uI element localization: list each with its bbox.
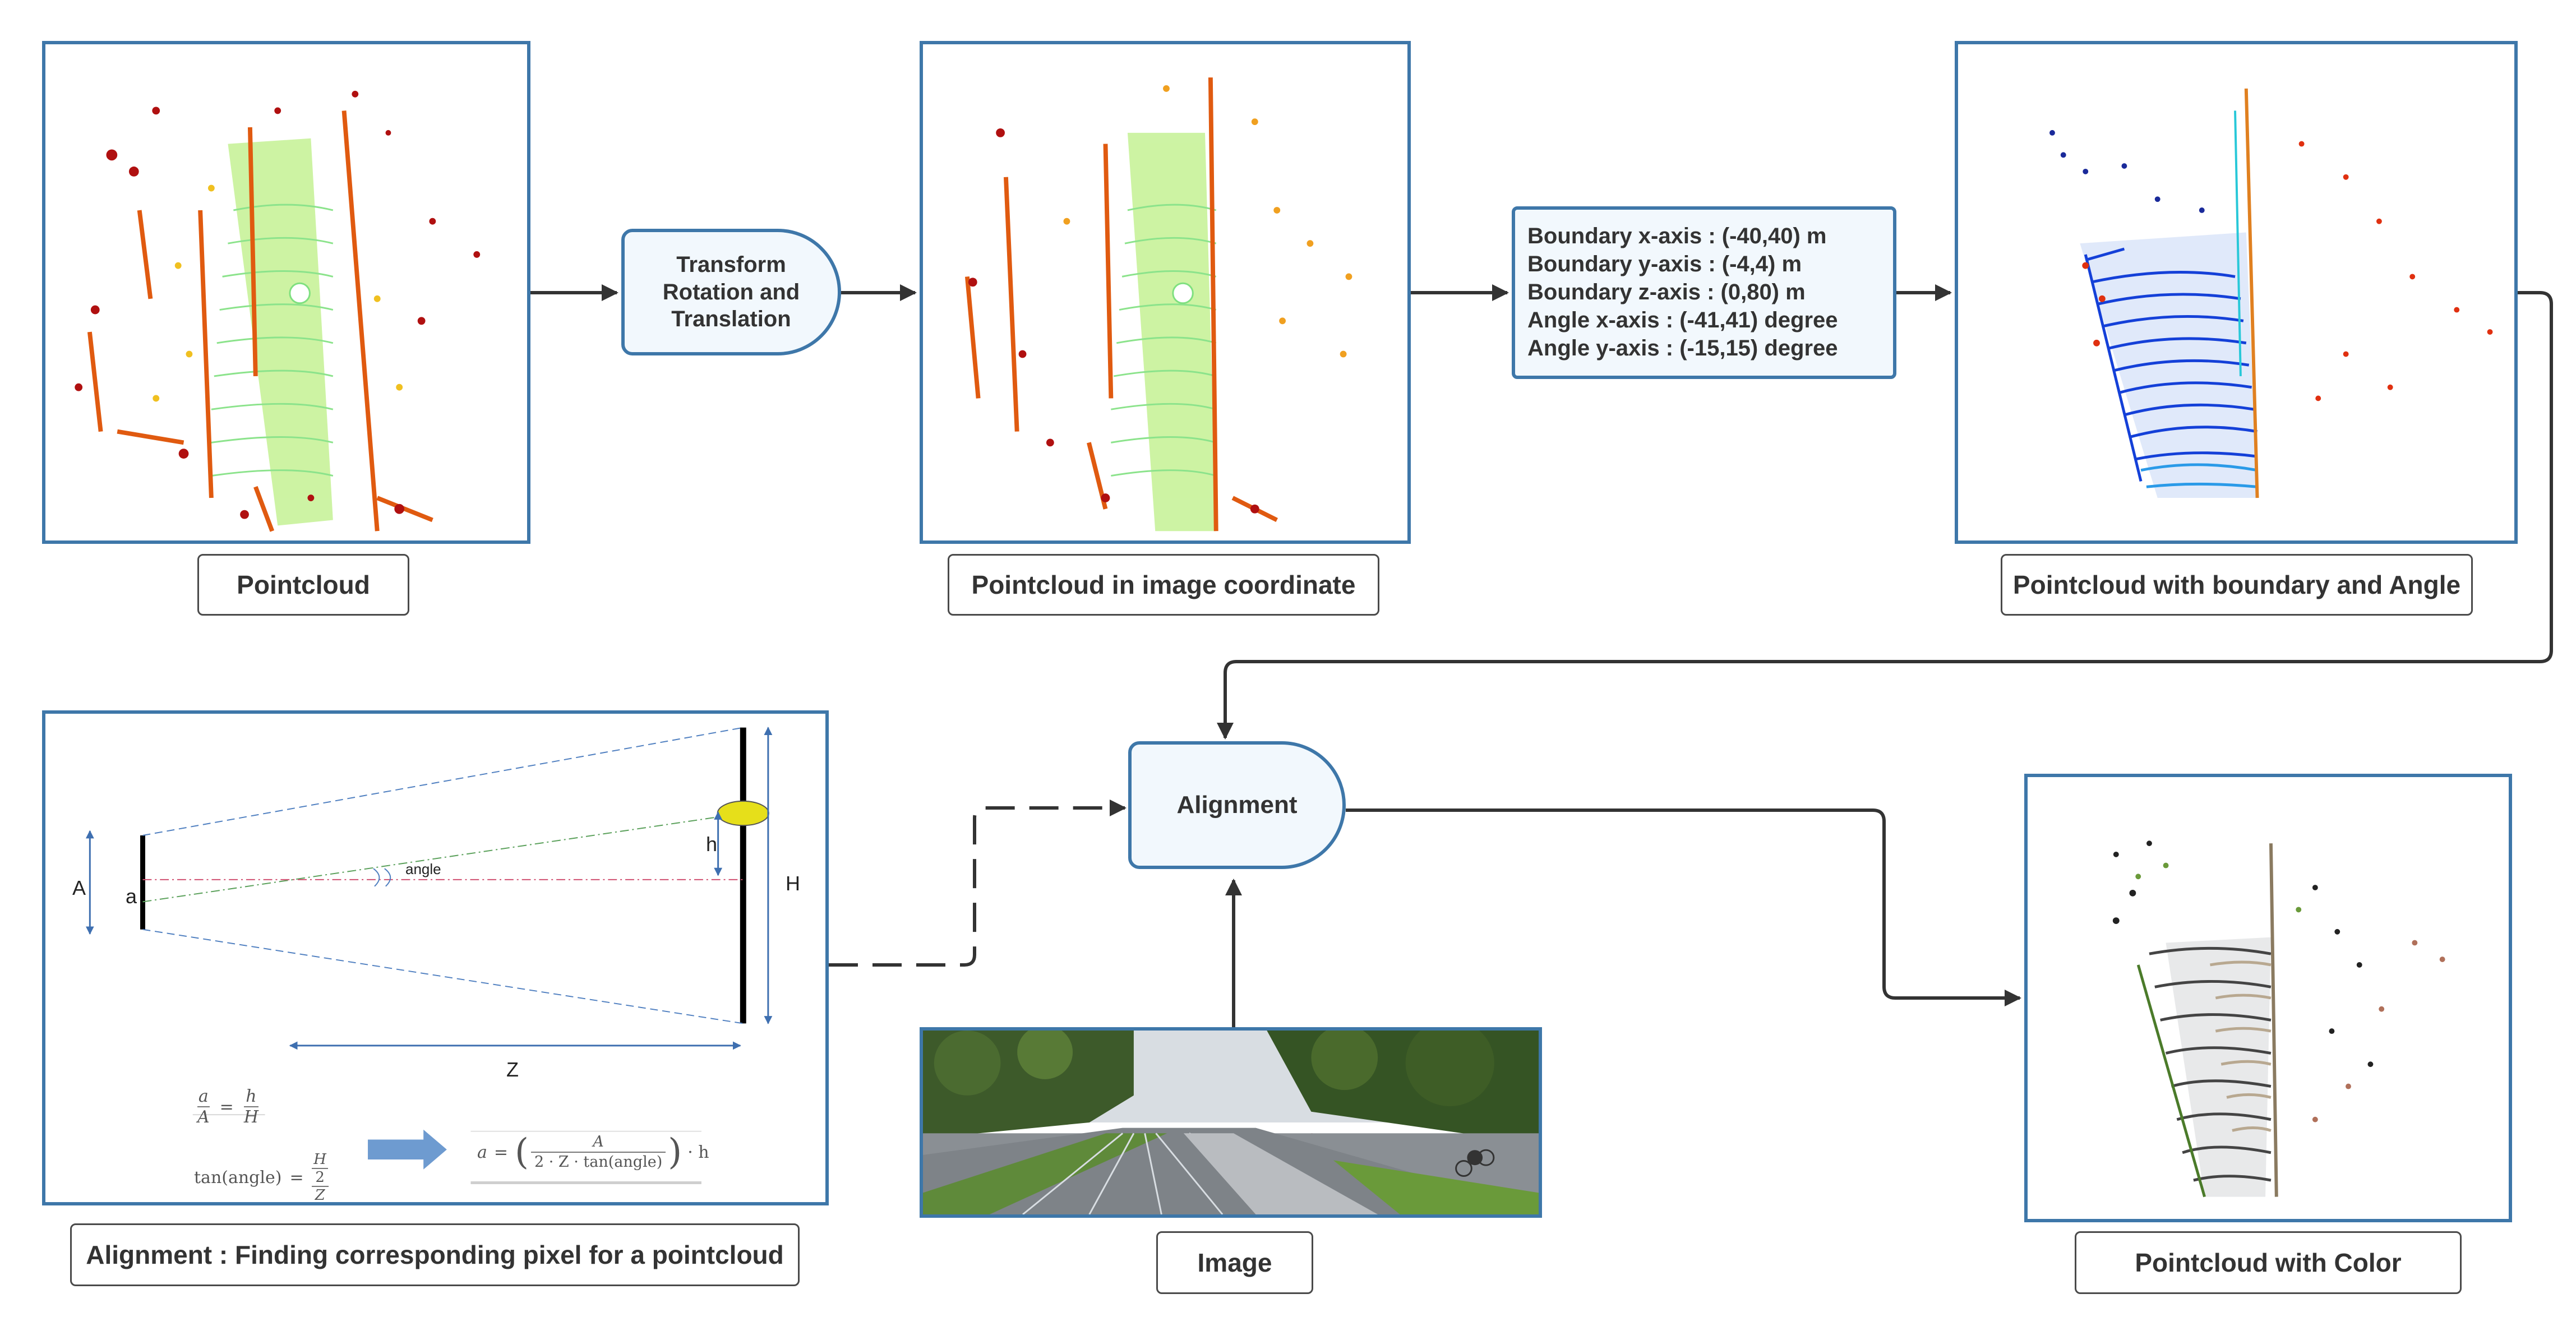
label-Z: Z — [506, 1058, 519, 1081]
ratio-h: h — [246, 1087, 257, 1106]
tan-mid: 2 — [312, 1168, 328, 1186]
label-h: h — [706, 833, 718, 856]
pointcloud-image-coordinate-image — [964, 77, 1352, 532]
arrow-boundarycloud-to-alignment — [1217, 291, 2553, 740]
arrow-geometry-to-alignment — [829, 800, 1127, 967]
angle-y-axis-text: Angle y-axis : (-15,15) degree — [1527, 336, 1838, 361]
pointcloud-image-coordinate-caption: Pointcloud in image coordinate — [948, 554, 1379, 616]
transform-line-2: Rotation and — [662, 279, 800, 304]
tan-eq: = — [289, 1167, 304, 1188]
label-H: H — [786, 872, 800, 895]
transform-box: Transform Rotation and Translation — [621, 229, 841, 355]
pointcloud-boundary-caption: Pointcloud with boundary and Angle — [2001, 554, 2473, 616]
arrow-right-icon — [368, 1129, 447, 1170]
tan-den: Z — [311, 1186, 329, 1202]
result-den: 2 · Z · tan(angle) — [531, 1152, 666, 1172]
pointcloud-boundary-panel — [1955, 41, 2518, 544]
ratio-a: a — [198, 1087, 209, 1106]
sensor-ellipse — [717, 800, 769, 826]
alignment-box-label: Alignment — [1176, 791, 1298, 819]
angle-x-axis-text: Angle x-axis : (-41,41) degree — [1527, 308, 1838, 332]
boundary-z-axis-text: Boundary z-axis : (0,80) m — [1527, 280, 1806, 304]
label-angle: angle — [405, 861, 441, 877]
pointcloud-boundary-image — [2049, 88, 2493, 498]
formula-ratio: a A = h H — [194, 1087, 262, 1127]
camera-image-panel — [920, 1027, 1542, 1218]
transform-line-1: Transform — [676, 252, 786, 277]
result-eq: = — [493, 1142, 509, 1162]
transform-line-3: Translation — [671, 307, 791, 332]
pointcloud-image-coordinate-panel — [920, 41, 1411, 544]
alignment-geometry-diagram — [85, 727, 773, 1184]
tan-lhs: tan(angle) — [194, 1167, 282, 1188]
pointcloud-caption: Pointcloud — [197, 554, 409, 616]
formula-result: a = ( A 2 · Z · tan(angle) ) · h — [477, 1131, 709, 1173]
ratio-eq: = — [219, 1097, 234, 1117]
ratio-H: H — [243, 1106, 258, 1127]
boundary-y-axis-text: Boundary y-axis : (-4,4) m — [1527, 252, 1802, 276]
result-tail: · h — [687, 1142, 709, 1162]
boundary-x-axis-text: Boundary x-axis : (-40,40) m — [1527, 224, 1827, 248]
label-a: a — [126, 885, 137, 908]
pointcloud-panel — [42, 41, 530, 544]
pointcloud-bev-image — [75, 90, 481, 532]
pointcloud-color-panel — [2024, 774, 2512, 1222]
pointcloud-color-caption: Pointcloud with Color — [2075, 1231, 2462, 1294]
alignment-caption: Alignment : Finding corresponding pixel … — [70, 1223, 800, 1286]
alignment-geometry-panel: A a angle h H Z a A = h H tan(angle) = H… — [42, 710, 829, 1205]
street-scene-image — [923, 1031, 1539, 1214]
formula-tangent: tan(angle) = H 2 Z — [194, 1151, 329, 1202]
ratio-A: A — [197, 1106, 210, 1127]
label-A: A — [72, 876, 86, 899]
pointcloud-color-image — [2112, 840, 2445, 1198]
tan-num: H — [313, 1151, 326, 1168]
arrow-alignment-to-colorcloud — [1346, 808, 2021, 1006]
alignment-box: Alignment — [1128, 741, 1346, 869]
result-lhs: a — [477, 1142, 487, 1162]
result-num: A — [593, 1133, 604, 1151]
image-caption: Image — [1156, 1231, 1313, 1294]
boundary-settings-box: Boundary x-axis : (-40,40) m Boundary y-… — [1512, 206, 1896, 379]
